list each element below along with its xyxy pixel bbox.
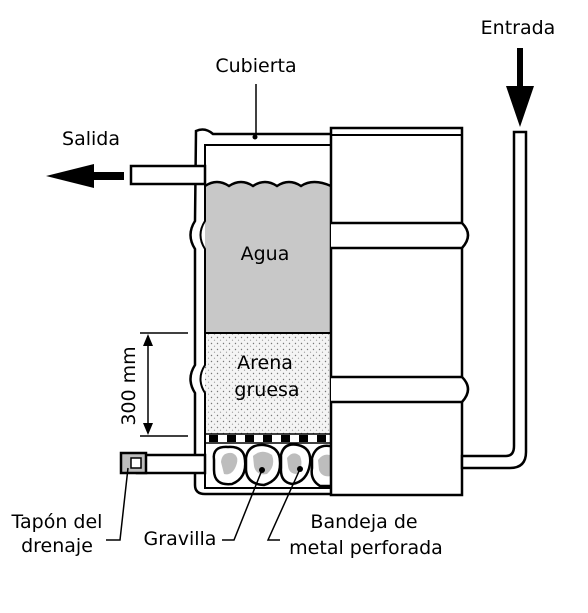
water-surface (204, 180, 332, 188)
water-layer (205, 182, 331, 333)
gravel-label: Gravilla (144, 528, 217, 550)
drain-plug-label-line2: drenaje (21, 535, 93, 557)
arrow-down-icon (506, 48, 534, 127)
tray-label-line1: Bandeja de (310, 511, 417, 533)
dimension-marker (140, 332, 188, 437)
sand-label-line1: Arena (237, 352, 293, 374)
feed-vessel (329, 126, 470, 497)
drain-plug-label-line1: Tapón del (11, 511, 103, 533)
inlet-label: Entrada (481, 17, 556, 39)
perforated-tray (204, 433, 332, 444)
water-label: Agua (241, 243, 290, 265)
dimension-label: 300 mm (118, 346, 140, 425)
arrow-left-icon (46, 164, 124, 188)
outlet-label: Salida (62, 128, 120, 150)
cover-label: Cubierta (215, 55, 296, 77)
sand-label-line2: gruesa (234, 379, 299, 401)
tank-wall (189, 128, 331, 496)
leader-lines (106, 84, 301, 541)
tray-label-line2: metal perforada (289, 537, 443, 559)
inlet-pipe (460, 130, 528, 470)
gravel-layer (212, 443, 331, 488)
filter-tank (189, 128, 332, 496)
outlet-pipe (129, 164, 207, 186)
coarse-sand-layer (205, 333, 331, 434)
